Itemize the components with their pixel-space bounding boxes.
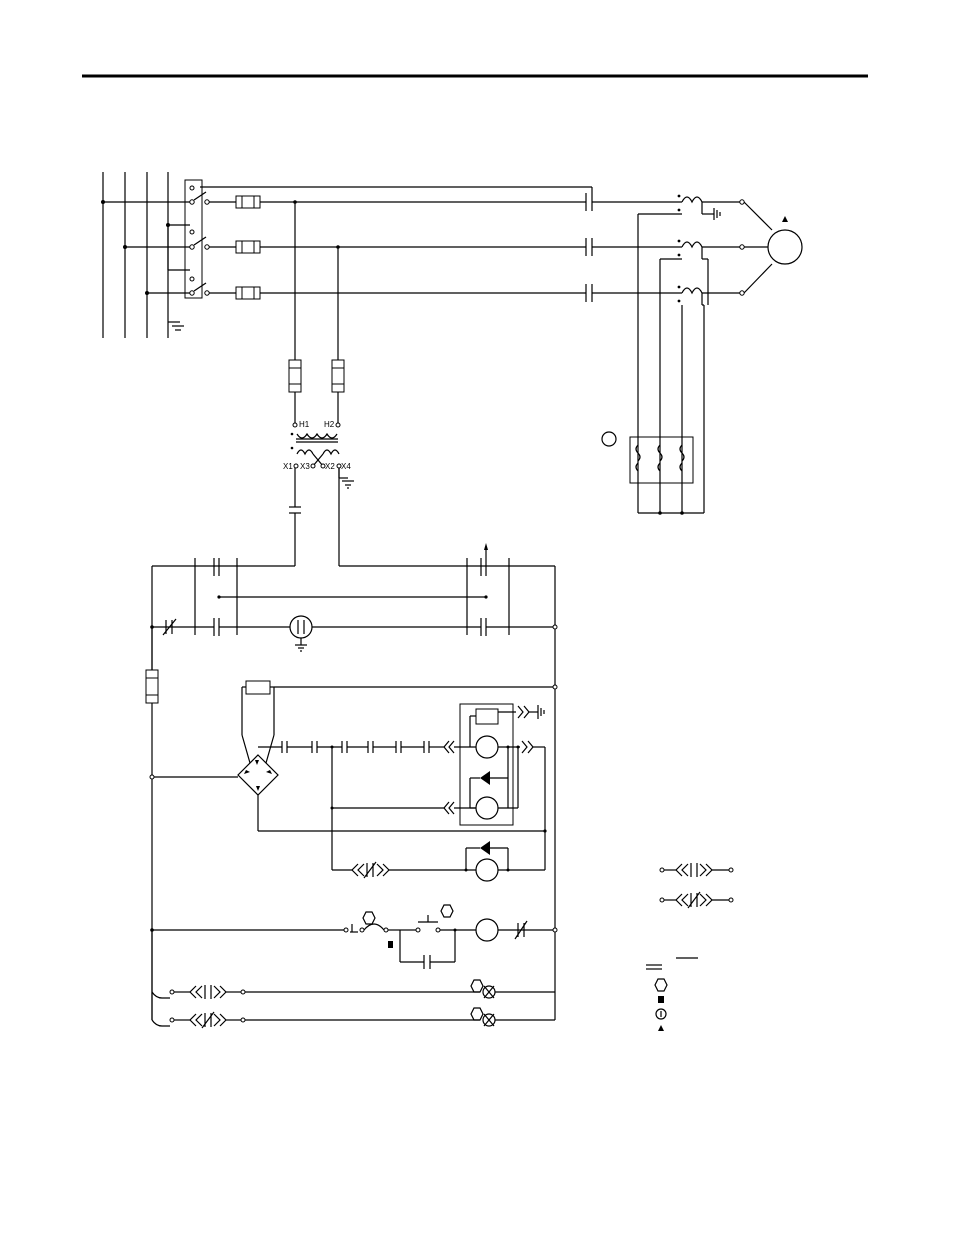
resistor-icon xyxy=(476,709,498,724)
diode-icon xyxy=(480,841,490,855)
ground-icon xyxy=(168,322,184,330)
pilot-lamp-icon xyxy=(290,616,312,638)
terminal-x3: X3 xyxy=(300,462,310,471)
terminal-h2: H2 xyxy=(324,420,335,429)
main-conductors xyxy=(209,202,586,293)
control-circuit xyxy=(146,543,557,1028)
brake-series-contacts xyxy=(282,741,476,814)
circle-marker-icon xyxy=(656,1009,666,1019)
control-transformer: H1 H2 X1 X3 X2 X4 xyxy=(283,420,354,566)
square-marker-icon xyxy=(658,996,664,1003)
terminal-x4: X4 xyxy=(341,462,351,471)
main-contactor xyxy=(586,187,682,302)
hexagon-marker-icon xyxy=(363,912,375,924)
triangle-marker-icon xyxy=(782,216,788,222)
fuse-icon xyxy=(289,360,301,392)
terminal-x1: X1 xyxy=(283,462,293,471)
relay-coil-icon xyxy=(476,736,498,758)
ground-icon xyxy=(342,481,354,488)
terminal-h1: H1 xyxy=(299,420,310,429)
control-contacts-top xyxy=(195,543,509,636)
terminal-x2: X2 xyxy=(325,462,335,471)
power-circuit: H1 H2 X1 X3 X2 X4 xyxy=(101,172,802,566)
control-row-lamp xyxy=(150,616,557,651)
control-transformer-taps xyxy=(289,200,344,423)
incoming-bus-bars xyxy=(101,172,190,338)
ct-secondary-leads xyxy=(638,214,708,515)
relay-coil-icon xyxy=(476,859,498,881)
control-row-aux-1 xyxy=(152,930,555,999)
brake-module xyxy=(460,704,545,870)
legend-contact-nc xyxy=(660,892,733,908)
legend-contact-no xyxy=(660,863,733,877)
relay-coil-icon xyxy=(476,797,498,819)
relay-coil-icon xyxy=(476,919,498,941)
main-fuses xyxy=(236,196,260,299)
hexagon-marker-icon xyxy=(471,1008,483,1020)
hexagon-marker-icon xyxy=(655,979,667,991)
current-transformers xyxy=(678,195,740,305)
control-row-aux-2 xyxy=(152,992,555,1028)
hexagon-marker-icon xyxy=(441,905,453,917)
control-row-start-stop xyxy=(150,905,557,969)
triangle-marker-icon xyxy=(658,1025,664,1031)
hexagon-marker-icon xyxy=(471,980,483,992)
overload-relay xyxy=(602,432,693,483)
fuse-icon xyxy=(236,241,260,253)
motor-circle-icon xyxy=(768,230,802,264)
disconnect-switch xyxy=(185,180,592,298)
legend xyxy=(646,863,733,1031)
ground-icon xyxy=(714,208,720,220)
fuse-icon xyxy=(236,287,260,299)
fuse-icon xyxy=(236,196,260,208)
circle-marker-icon xyxy=(602,432,616,446)
motor xyxy=(740,200,802,295)
ground-icon xyxy=(295,645,307,651)
ground-icon xyxy=(538,705,544,719)
fuse-icon xyxy=(332,360,344,392)
diode-icon xyxy=(480,771,490,785)
square-marker-icon xyxy=(388,941,393,948)
resistor-icon xyxy=(246,681,270,694)
